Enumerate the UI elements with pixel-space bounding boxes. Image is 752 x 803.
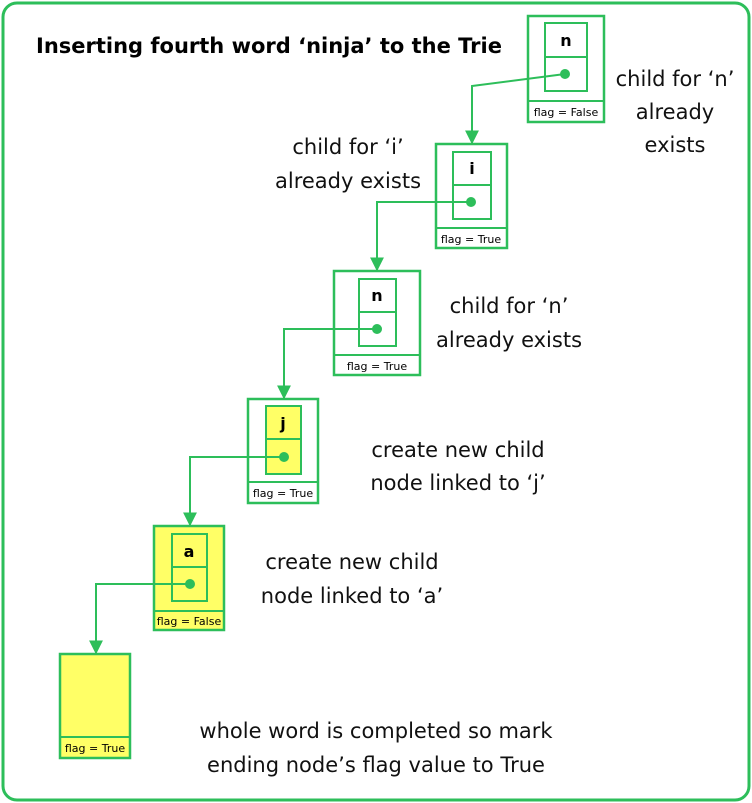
annotation-line: exists [645, 133, 706, 157]
connector-n-to-j [277, 328, 377, 400]
annotation-n-second: child for ‘n’ already exists [436, 294, 582, 352]
node-flag: flag = True [347, 360, 407, 373]
pointer-dot [185, 579, 195, 589]
annotation-line: ending node’s flag value to True [207, 753, 545, 777]
annotation-i: child for ‘i’ already exists [275, 135, 421, 193]
annotation-line: already exists [275, 169, 421, 193]
pointer-dot [372, 324, 382, 334]
node-letter-cell [171, 533, 208, 568]
connector-i-to-n [370, 201, 471, 272]
node-letter: i [469, 159, 474, 178]
node-letter-cell [544, 22, 588, 58]
trie-node-a: a flag = False [152, 524, 226, 632]
node-letter: a [184, 542, 195, 561]
node-flag: flag = False [534, 106, 599, 119]
annotation-line: already exists [436, 328, 582, 352]
node-flag: flag = True [65, 742, 125, 755]
node-flag: flag = False [157, 615, 222, 628]
annotation-line: node linked to ‘a’ [261, 584, 443, 608]
annotation-line: child for ‘n’ [616, 67, 735, 91]
connectors [89, 73, 566, 655]
node-letter: n [560, 31, 571, 50]
connector-n-to-i [465, 73, 566, 145]
connector-a-to-end [89, 583, 190, 655]
trie-node-n-root: n flag = False [526, 14, 606, 124]
annotation-line: whole word is completed so mark [199, 719, 553, 743]
connector-j-to-a [183, 456, 284, 527]
trie-node-end: flag = True [58, 652, 132, 760]
annotation-line: already [636, 100, 714, 124]
trie-node-i: i flag = True [434, 142, 509, 250]
pointer-dot [279, 452, 289, 462]
annotation-line: child for ‘n’ [450, 294, 569, 318]
node-flag: flag = True [441, 233, 501, 246]
annotation-line: create new child [371, 438, 544, 462]
annotation-line: child for ‘i’ [292, 135, 403, 159]
node-letter-cell [452, 151, 492, 186]
trie-node-n-second: n flag = True [332, 269, 422, 377]
pointer-dots [185, 69, 570, 589]
annotation-j: create new child node linked to ‘j’ [370, 438, 545, 495]
annotation-end: whole word is completed so mark ending n… [199, 719, 553, 777]
node-letter-cell [358, 278, 397, 313]
annotation-line: create new child [265, 550, 438, 574]
annotation-a: create new child node linked to ‘a’ [261, 550, 443, 608]
annotation-line: node linked to ‘j’ [370, 471, 545, 495]
node-letter: j [279, 414, 285, 433]
node-letter: n [371, 286, 382, 305]
diagram-title: Inserting fourth word ‘ninja’ to the Tri… [36, 34, 502, 58]
pointer-dot [560, 69, 570, 79]
annotation-n-root: child for ‘n’ already exists [616, 67, 735, 157]
pointer-dot [466, 197, 476, 207]
node-flag: flag = True [253, 487, 313, 500]
trie-node-j: j flag = True [246, 397, 320, 505]
